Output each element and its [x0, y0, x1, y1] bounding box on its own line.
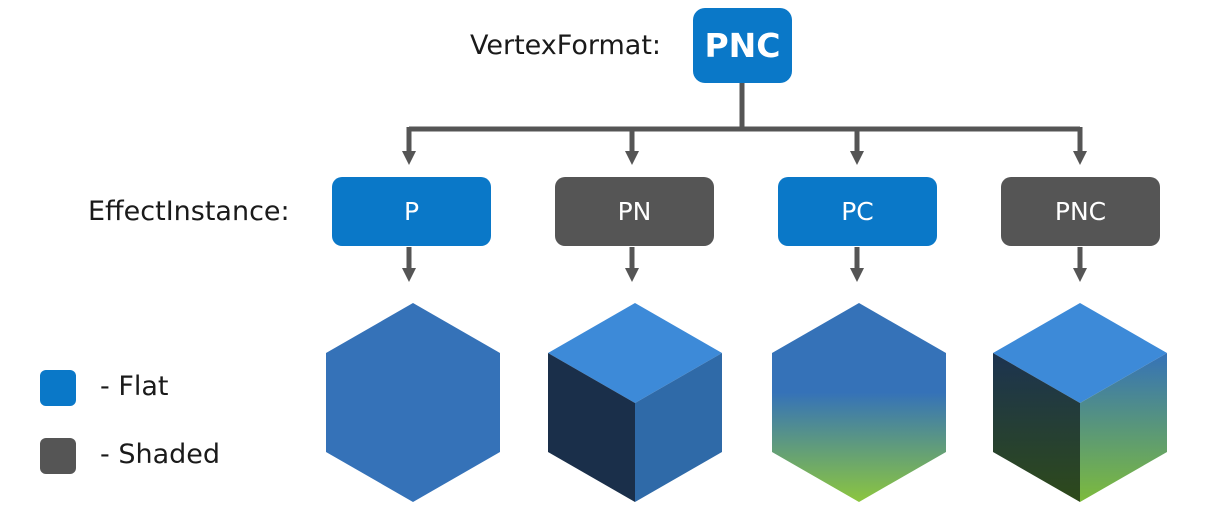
tree-connectors [402, 83, 1087, 165]
effect-box-p: P [332, 177, 491, 246]
preview-lit-cube [548, 303, 722, 502]
effect-instance-label: EffectInstance: [88, 196, 290, 227]
preview-vertex-color-hexagon [772, 303, 946, 502]
vertex-format-box: PNC [693, 8, 792, 83]
legend-shaded-swatch [40, 438, 76, 474]
preview-arrows [402, 247, 1087, 282]
effect-box-pn: PN [555, 177, 714, 246]
legend-shaded-label: - Shaded [100, 439, 221, 470]
legend-flat-swatch [40, 370, 76, 406]
legend-flat-label: - Flat [100, 371, 169, 402]
vertex-format-label: VertexFormat: [470, 30, 662, 61]
effect-box-pnc: PNC [1001, 177, 1160, 246]
preview-flat-hexagon [326, 303, 500, 502]
preview-lit-vertex-color-cube [993, 303, 1167, 502]
effect-box-pc: PC [778, 177, 937, 246]
